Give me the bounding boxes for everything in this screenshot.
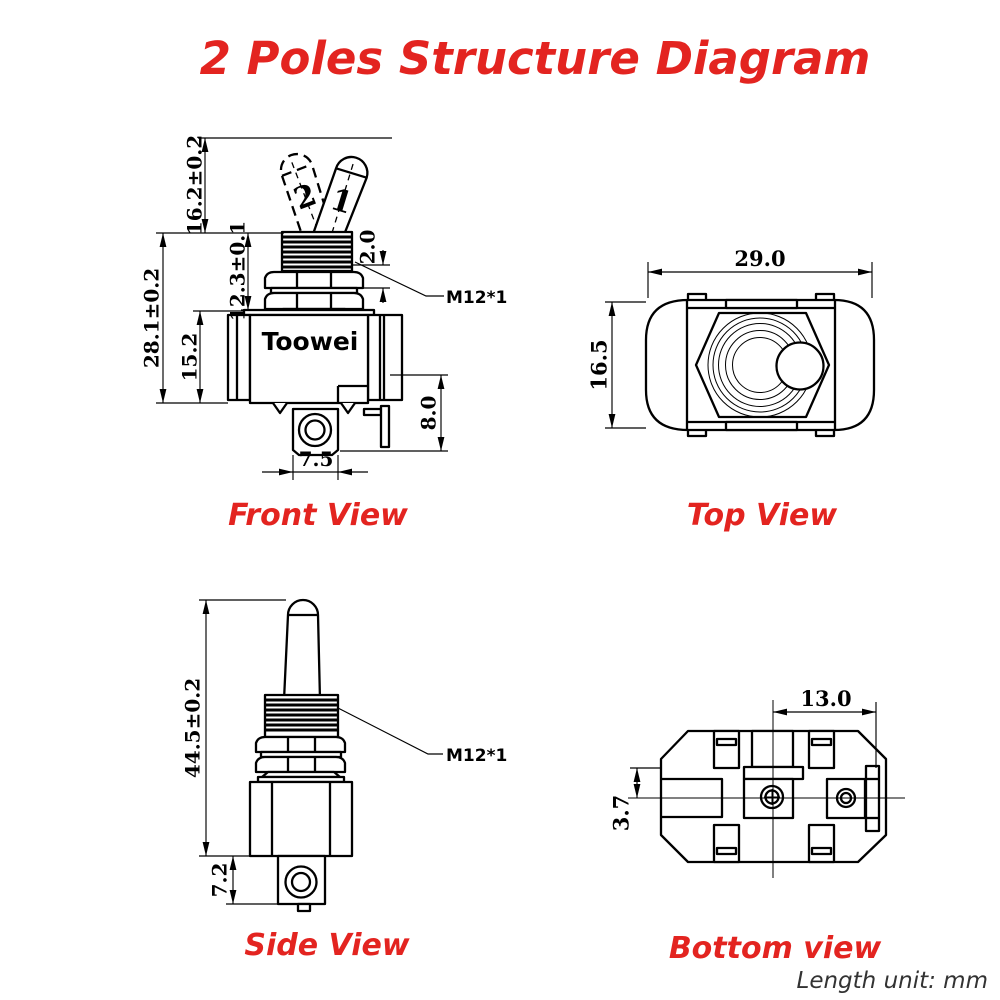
side-hex-nuts [254,735,347,784]
front-lever-position-1: 1 [310,155,369,248]
dim-total-height: 28.1±0.2 [140,268,164,368]
dim-top-depth: 16.5 [587,339,612,390]
dim-body-height: 15.2 [178,333,202,382]
top-dimensions: 29.0 16.5 [587,246,873,429]
front-view-label: Front View [228,498,408,533]
side-lever [282,598,322,702]
dim-terminal-height: 8.0 [417,396,441,431]
dim-side-total-height: 44.5±0.2 [181,678,205,778]
dim-terminal-width: 7.5 [299,447,334,471]
side-view-label: Side View [244,928,409,963]
top-view-drawing: 29.0 16.5 Top View [587,246,876,533]
dim-terminal-spacing: 13.0 [800,686,851,711]
page-title: 2 Poles Structure Diagram [200,32,871,85]
side-dimensions: 44.5±0.2 7.2 M12*1 [181,599,507,905]
side-view-drawing: 44.5±0.2 7.2 M12*1 Side View [181,598,507,963]
front-body: Toowei [226,308,404,415]
top-nut-and-lever [694,311,831,419]
front-terminal [291,404,391,457]
front-hex-nuts [263,270,365,315]
side-body [248,780,354,858]
bottom-view-label: Bottom view [669,931,882,966]
thread-spec-side: M12*1 [446,746,507,766]
dim-top-width: 29.0 [734,246,785,271]
top-view-label: Top View [687,498,837,533]
dim-lever-height: 16.2±0.2 [183,135,207,235]
dim-bushing-height: 12.3±0.1 [226,221,250,321]
dim-side-terminal-height: 7.2 [208,863,232,898]
bottom-view-drawing: 13.0 3.7 Bottom view [609,686,905,966]
dim-thread-exposed: 2.0 [356,230,380,265]
front-dimensions: 16.2±0.2 12.3±0.1 28.1±0.2 15.2 2.0 M12*… [140,135,507,480]
dim-terminal-offset: 3.7 [609,795,634,832]
front-view-drawing: 2 1 [140,135,508,533]
thread-spec-front: M12*1 [446,288,507,308]
bottom-dimensions: 13.0 3.7 [609,686,877,831]
side-threaded-bushing [263,693,340,739]
top-lever-knob [775,341,825,391]
front-threaded-bushing [280,230,354,273]
length-unit-note: Length unit: mm [797,968,988,994]
brand-logo: Toowei [262,327,359,356]
bottom-centerlines [628,700,905,878]
side-terminal [276,854,327,913]
